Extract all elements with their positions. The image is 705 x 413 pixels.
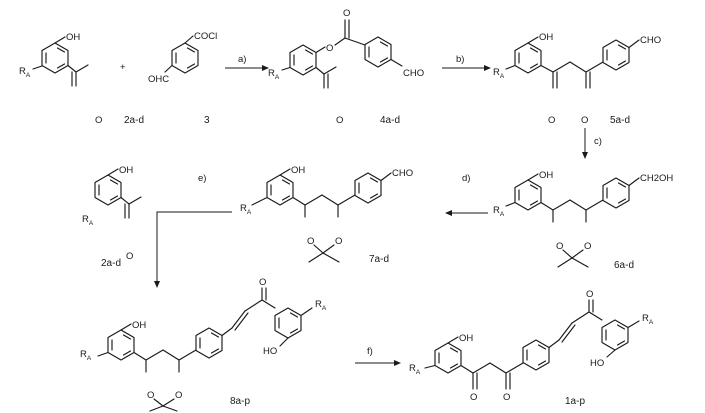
compound-label-3: 3 — [204, 115, 210, 126]
hydroxyl-label: OH — [66, 32, 80, 43]
hydroxyl-label: OH — [132, 320, 146, 331]
acetonide-oxygen-right: O — [175, 390, 182, 401]
compound-4: O O CHO RA O 4a-d — [268, 8, 424, 126]
compound-1: OH RA O O O HO RA 1a-p — [409, 289, 654, 407]
plus-sign: + — [120, 62, 126, 73]
arrow-step-c: c) — [582, 128, 602, 159]
acyl-chloride-label: COCl — [194, 31, 217, 42]
carbonyl-oxygen-left: O — [470, 392, 477, 403]
compound-label-2a-d: 2a-d — [101, 258, 121, 269]
ra-substituent-label-right: RA — [642, 313, 654, 326]
ra-substituent-label: RA — [82, 214, 94, 227]
compound-8: OH RA O HO RA O O 8a-p — [80, 277, 327, 412]
hydroxyl-label: OH — [539, 32, 553, 43]
phenol-hydroxyl-label: HO — [590, 358, 604, 369]
aldehyde-label: CHO — [403, 68, 424, 79]
compound-label-4a-d: 4a-d — [380, 115, 400, 126]
ra-substituent-label: RA — [19, 66, 31, 79]
step-label-a: a) — [238, 54, 246, 65]
carbonyl-oxygen-label: O — [259, 277, 266, 288]
carbonyl-oxygen-label: O — [343, 8, 350, 19]
hydroxyl-label: OH — [459, 333, 473, 344]
hydroxyl-label: OH — [539, 170, 553, 181]
oxygen-label: O — [95, 115, 102, 126]
oxygen-label-left: O — [548, 115, 555, 126]
compound-label-8a-p: 8a-p — [230, 396, 250, 407]
step-label-d: d) — [462, 173, 470, 184]
compound-7: OH RA CHO O O 7a-d — [240, 165, 413, 265]
carbonyl-oxygen-top: O — [586, 289, 593, 300]
step-label-f: f) — [367, 346, 373, 357]
compound-3: COCl OHC 3 — [148, 31, 217, 126]
compound-5: OH RA CHO O O 5a-d — [493, 32, 661, 126]
compound-label-1a-p: 1a-p — [565, 396, 585, 407]
compound-label-7a-d: 7a-d — [369, 254, 389, 265]
compound-2-top: OH RA O 2a-d — [19, 32, 144, 126]
ra-substituent-label: RA — [80, 349, 92, 362]
acetonide-oxygen-right: O — [584, 241, 591, 252]
arrow-step-b: b) — [442, 54, 491, 71]
compound-label-5a-d: 5a-d — [610, 115, 630, 126]
acetonide-oxygen-left: O — [147, 390, 154, 401]
carbonyl-oxygen-right: O — [503, 392, 510, 403]
oxygen-label: O — [336, 115, 343, 126]
aldehyde-label: OHC — [148, 74, 169, 85]
ra-substituent-label: RA — [493, 67, 505, 80]
acetonide-oxygen-right: O — [335, 236, 342, 247]
ra-substituent-label: RA — [493, 205, 505, 218]
step-label-c: c) — [594, 136, 602, 147]
aldehyde-label: CHO — [640, 35, 661, 46]
acetonide-oxygen-left: O — [556, 241, 563, 252]
oxygen-label-right: O — [581, 115, 588, 126]
compound-label-6a-d: 6a-d — [614, 260, 634, 271]
compound-6: OH RA CH2OH O O 6a-d — [493, 170, 673, 271]
acetonide-oxygen-left: O — [307, 236, 314, 247]
ra-substituent-label: RA — [409, 363, 421, 376]
arrow-step-a: a) — [225, 54, 269, 71]
step-label-e: e) — [198, 173, 206, 184]
arrow-step-d: d) — [445, 173, 488, 216]
aldehyde-label: CHO — [392, 168, 413, 179]
ra-substituent-label-right: RA — [315, 299, 327, 312]
oxygen-label: O — [126, 251, 133, 262]
hydroxymethyl-label: CH2OH — [640, 173, 673, 184]
ra-substituent-label: RA — [240, 203, 252, 216]
hydroxyl-label: OH — [291, 165, 305, 176]
arrow-step-f: f) — [355, 346, 401, 366]
ester-oxygen-label: O — [326, 43, 333, 54]
hydroxyl-label: OH — [119, 165, 133, 176]
phenol-hydroxyl-label: HO — [263, 346, 277, 357]
compound-label-2a-d: 2a-d — [124, 115, 144, 126]
compound-2-middle: OH RA 2a-d O — [82, 165, 142, 269]
step-label-b: b) — [456, 54, 464, 65]
arrow-step-e: e) — [154, 173, 232, 288]
ra-substituent-label: RA — [268, 68, 280, 81]
